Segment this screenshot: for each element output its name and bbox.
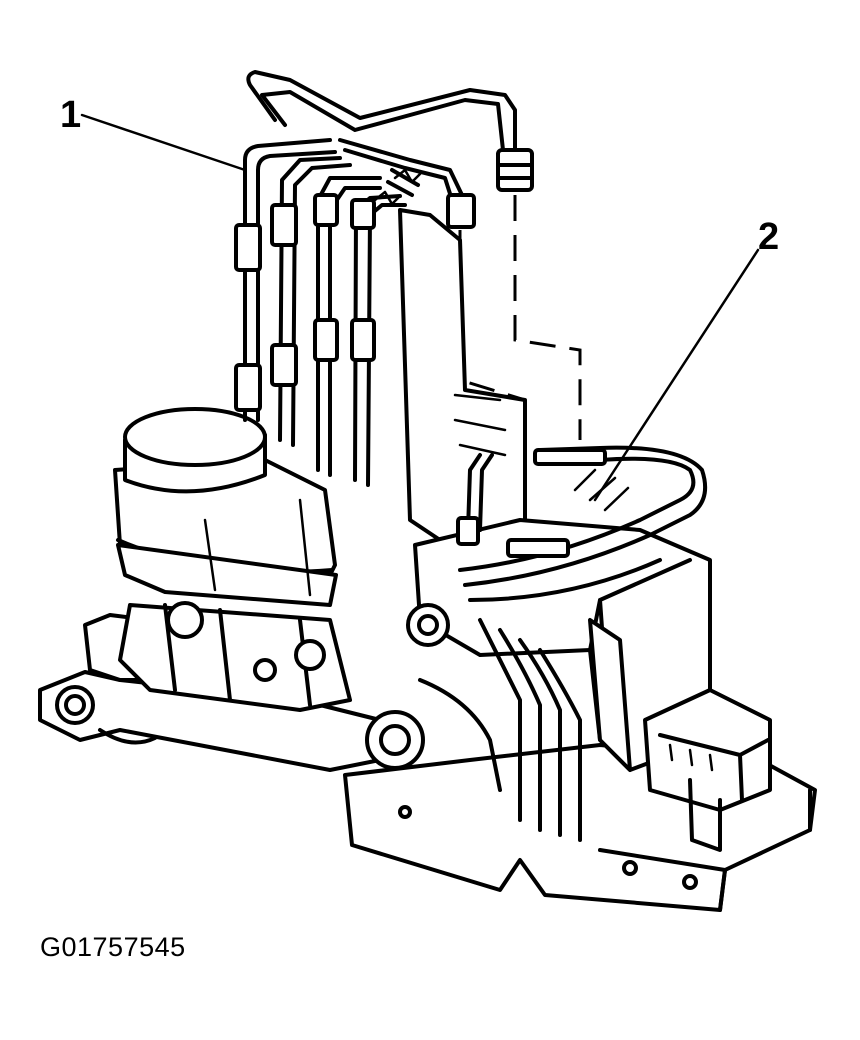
callout-label-2: 2 <box>758 216 780 258</box>
center-bracket <box>398 208 527 542</box>
callout-1-leader <box>80 113 247 172</box>
callout-2-leader <box>593 248 760 502</box>
callout-leaders <box>80 113 760 502</box>
brake-lines-lower <box>418 445 707 842</box>
fluid-reservoir <box>113 407 338 607</box>
callout-label-1: 1 <box>60 94 82 136</box>
brake-lines-upper-loop <box>246 70 534 229</box>
brake-lines-left <box>234 138 407 487</box>
figure-id: G01757545 <box>40 932 186 962</box>
dashed-connection-lines <box>458 195 582 520</box>
master-cylinder-body <box>118 601 352 712</box>
